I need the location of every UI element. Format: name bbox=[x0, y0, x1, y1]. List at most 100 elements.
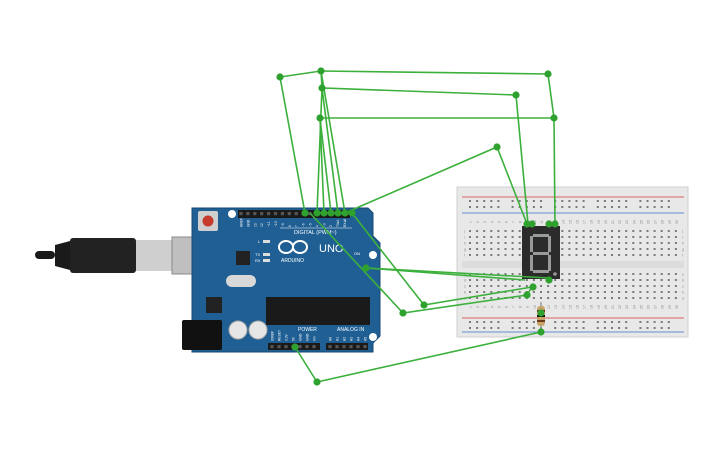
breadboard-hole[interactable] bbox=[554, 297, 557, 299]
breadboard-hole[interactable] bbox=[646, 285, 649, 287]
breadboard-hole[interactable] bbox=[632, 291, 635, 293]
breadboard-hole[interactable] bbox=[476, 291, 479, 293]
breadboard-hole[interactable] bbox=[596, 248, 599, 250]
breadboard-hole[interactable] bbox=[511, 327, 514, 329]
breadboard-hole[interactable] bbox=[625, 200, 628, 202]
breadboard-hole[interactable] bbox=[582, 273, 585, 275]
breadboard-hole[interactable] bbox=[646, 230, 649, 232]
breadboard-hole[interactable] bbox=[568, 242, 571, 244]
header-pin[interactable] bbox=[335, 345, 339, 349]
breadboard-hole[interactable] bbox=[561, 321, 564, 323]
breadboard-hole[interactable] bbox=[504, 279, 507, 281]
wire-node[interactable] bbox=[318, 84, 326, 92]
breadboard-hole[interactable] bbox=[618, 206, 621, 208]
breadboard-hole[interactable] bbox=[518, 327, 521, 329]
wire-node[interactable] bbox=[399, 309, 407, 317]
breadboard-hole[interactable] bbox=[575, 327, 578, 329]
breadboard-hole[interactable] bbox=[476, 200, 479, 202]
breadboard-hole[interactable] bbox=[653, 242, 656, 244]
breadboard-hole[interactable] bbox=[568, 230, 571, 232]
breadboard-hole[interactable] bbox=[504, 285, 507, 287]
breadboard-hole[interactable] bbox=[518, 230, 521, 232]
breadboard-hole[interactable] bbox=[582, 242, 585, 244]
breadboard-hole[interactable] bbox=[646, 279, 649, 281]
breadboard-hole[interactable] bbox=[653, 236, 656, 238]
breadboard-hole[interactable] bbox=[561, 273, 564, 275]
header-pin[interactable] bbox=[246, 212, 250, 216]
breadboard-hole[interactable] bbox=[646, 206, 649, 208]
breadboard-hole[interactable] bbox=[596, 273, 599, 275]
breadboard-hole[interactable] bbox=[653, 254, 656, 256]
breadboard-hole[interactable] bbox=[554, 291, 557, 293]
header-pin[interactable] bbox=[253, 212, 257, 216]
breadboard-hole[interactable] bbox=[469, 236, 471, 238]
breadboard-hole[interactable] bbox=[611, 236, 613, 238]
header-pin[interactable] bbox=[280, 212, 284, 216]
header-pin[interactable] bbox=[277, 345, 281, 349]
breadboard-hole[interactable] bbox=[532, 291, 535, 293]
breadboard-hole[interactable] bbox=[575, 206, 578, 208]
breadboard-hole[interactable] bbox=[639, 206, 642, 208]
breadboard-hole[interactable] bbox=[518, 321, 521, 323]
breadboard-hole[interactable] bbox=[575, 279, 578, 281]
breadboard-hole[interactable] bbox=[582, 321, 585, 323]
breadboard-hole[interactable] bbox=[596, 279, 599, 281]
breadboard-hole[interactable] bbox=[632, 248, 635, 250]
breadboard-hole[interactable] bbox=[561, 230, 564, 232]
breadboard-hole[interactable] bbox=[639, 291, 642, 293]
breadboard-hole[interactable] bbox=[582, 291, 585, 293]
breadboard-hole[interactable] bbox=[589, 273, 592, 275]
breadboard-hole[interactable] bbox=[596, 297, 599, 299]
breadboard-hole[interactable] bbox=[660, 279, 663, 281]
breadboard-hole[interactable] bbox=[518, 254, 521, 256]
breadboard-hole[interactable] bbox=[674, 291, 677, 293]
breadboard-hole[interactable] bbox=[618, 273, 621, 275]
breadboard-hole[interactable] bbox=[618, 327, 621, 329]
breadboard-hole[interactable] bbox=[625, 285, 628, 287]
breadboard-hole[interactable] bbox=[596, 285, 599, 287]
breadboard-hole[interactable] bbox=[469, 254, 471, 256]
breadboard-hole[interactable] bbox=[589, 297, 592, 299]
breadboard-hole[interactable] bbox=[490, 273, 493, 275]
breadboard-hole[interactable] bbox=[540, 206, 542, 208]
breadboard-hole[interactable] bbox=[667, 279, 670, 281]
breadboard-hole[interactable] bbox=[540, 200, 542, 202]
breadboard-hole[interactable] bbox=[476, 230, 479, 232]
breadboard-hole[interactable] bbox=[674, 248, 677, 250]
breadboard-hole[interactable] bbox=[532, 200, 535, 202]
wire-node[interactable] bbox=[545, 276, 553, 284]
wire-node[interactable] bbox=[545, 220, 553, 228]
breadboard-hole[interactable] bbox=[568, 200, 571, 202]
breadboard-hole[interactable] bbox=[540, 279, 542, 281]
breadboard-hole[interactable] bbox=[483, 297, 486, 299]
breadboard-hole[interactable] bbox=[469, 321, 471, 323]
breadboard-hole[interactable] bbox=[625, 206, 628, 208]
breadboard-hole[interactable] bbox=[667, 254, 670, 256]
breadboard-hole[interactable] bbox=[476, 236, 479, 238]
header-pin[interactable] bbox=[305, 345, 309, 349]
breadboard-hole[interactable] bbox=[490, 248, 493, 250]
breadboard-hole[interactable] bbox=[490, 279, 493, 281]
breadboard-hole[interactable] bbox=[511, 321, 514, 323]
breadboard-hole[interactable] bbox=[625, 230, 628, 232]
breadboard-hole[interactable] bbox=[611, 285, 613, 287]
breadboard-hole[interactable] bbox=[603, 279, 606, 281]
breadboard-hole[interactable] bbox=[476, 206, 479, 208]
breadboard-hole[interactable] bbox=[646, 273, 649, 275]
header-pin[interactable] bbox=[312, 345, 316, 349]
breadboard-hole[interactable] bbox=[618, 285, 621, 287]
wire-node[interactable] bbox=[551, 220, 559, 228]
breadboard-hole[interactable] bbox=[611, 321, 613, 323]
breadboard-hole[interactable] bbox=[653, 285, 656, 287]
breadboard-hole[interactable] bbox=[625, 248, 628, 250]
breadboard-hole[interactable] bbox=[639, 200, 642, 202]
breadboard-hole[interactable] bbox=[596, 230, 599, 232]
breadboard-hole[interactable] bbox=[490, 236, 493, 238]
breadboard-hole[interactable] bbox=[483, 206, 486, 208]
breadboard-hole[interactable] bbox=[603, 242, 606, 244]
breadboard-hole[interactable] bbox=[618, 279, 621, 281]
breadboard-hole[interactable] bbox=[568, 327, 571, 329]
breadboard-hole[interactable] bbox=[490, 297, 493, 299]
breadboard-hole[interactable] bbox=[667, 236, 670, 238]
breadboard-hole[interactable] bbox=[625, 279, 628, 281]
